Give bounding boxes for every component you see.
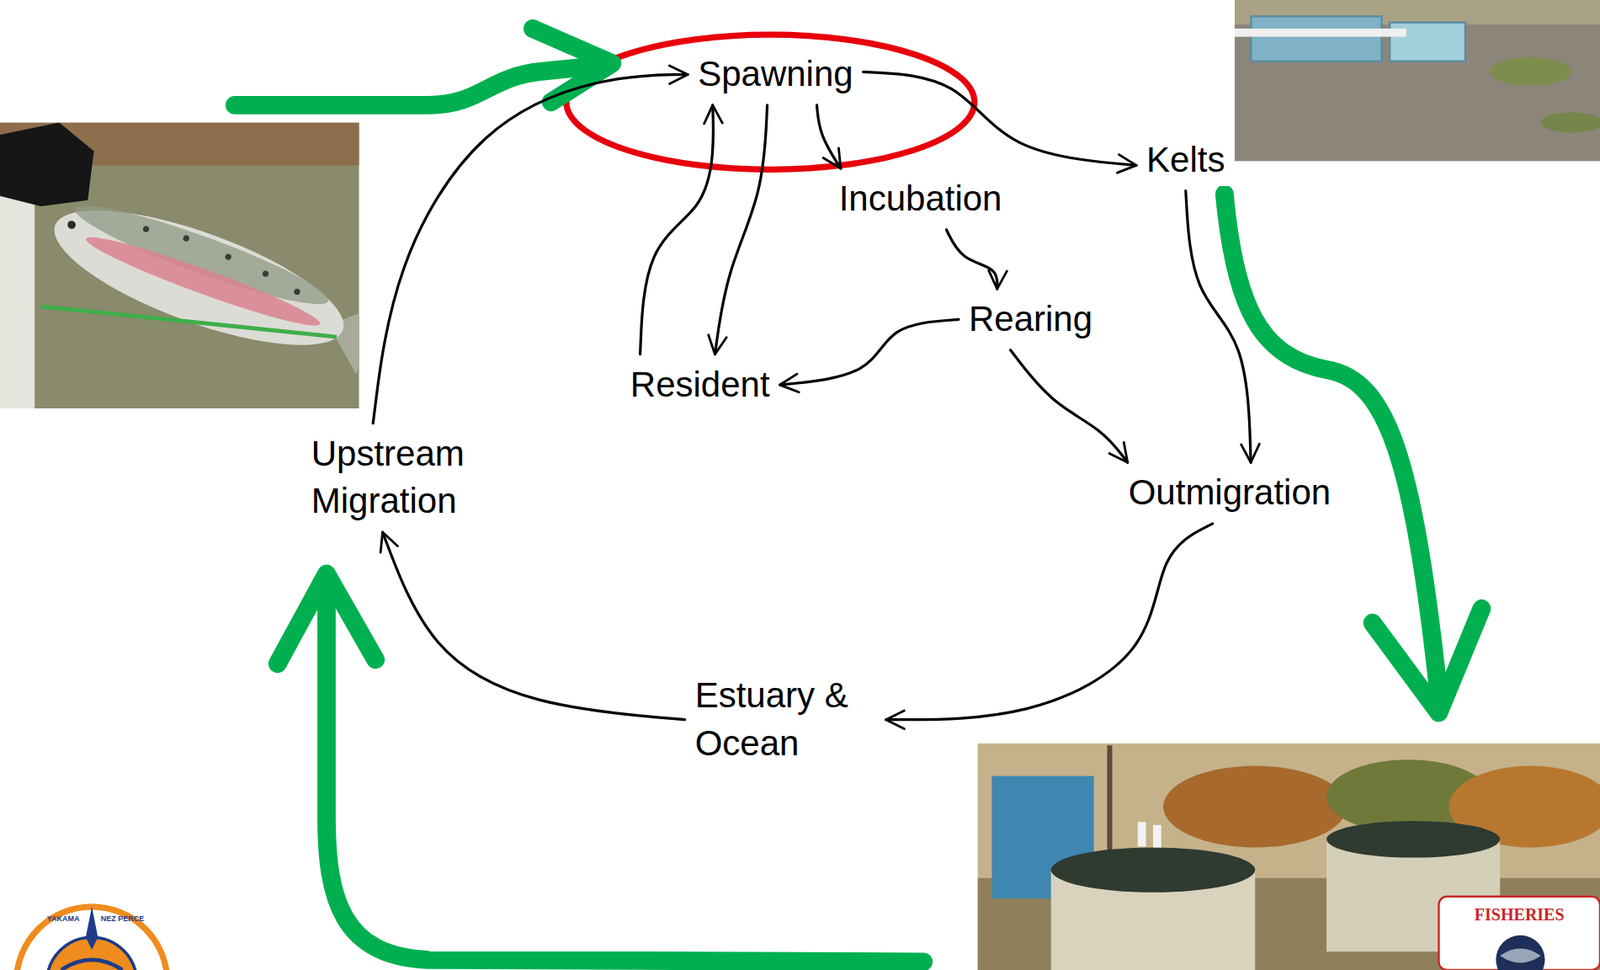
- green-arrow-head: [277, 573, 376, 664]
- trout: [39, 182, 359, 382]
- green-arrow-shaft: [1224, 193, 1440, 694]
- life-stage: Outmigration: [1123, 467, 1336, 519]
- fish-photo: [0, 122, 360, 410]
- stage-name: Upstream Migration: [311, 430, 493, 526]
- stage-name: Outmigration: [1128, 468, 1331, 517]
- flow-arrow: [382, 531, 686, 720]
- logo-feather: [85, 906, 99, 950]
- tape-measure: [40, 306, 337, 337]
- green-arrow-head: [1372, 608, 1483, 713]
- photo-person: [1153, 824, 1162, 848]
- photo-tank: [1250, 15, 1382, 61]
- tank-photo: [1234, 0, 1600, 162]
- photo-tank-cover: [1326, 820, 1500, 858]
- life-stage: Estuary & Ocean: [690, 669, 882, 769]
- logo-text: NEZ PERCE: [100, 914, 145, 924]
- life-stage: Upstream Migration: [306, 428, 498, 527]
- green-arrow-shaft: [326, 581, 924, 962]
- photo-trees: [1163, 765, 1347, 847]
- photo-tank-cover: [1051, 846, 1255, 892]
- life-stage: Rearing: [963, 293, 1098, 346]
- life-stage: Resident: [625, 359, 776, 411]
- stage-name: Spawning: [697, 50, 853, 99]
- flow-arrow: [1185, 191, 1251, 463]
- photo-person: [1137, 821, 1147, 846]
- stage-name: Rearing: [968, 295, 1093, 344]
- photo-water: [0, 122, 360, 410]
- flow-arrow: [863, 71, 1137, 165]
- life-stage: Spawning: [692, 48, 858, 101]
- green-arrows: [234, 28, 1483, 962]
- flow-arrow: [714, 105, 767, 355]
- logo-text: YAKAMA: [47, 914, 80, 924]
- stage-name: Kelts: [1146, 136, 1225, 185]
- flow-arrow: [817, 105, 841, 169]
- flow-arrow: [886, 523, 1213, 720]
- life-stage: Incubation: [834, 173, 1008, 225]
- flow-arrow: [946, 229, 998, 289]
- life-stage: Kelts: [1141, 134, 1230, 187]
- photo-weeds: [1541, 111, 1600, 133]
- fisheries-logo: [1438, 896, 1600, 970]
- highlight-ellipse: [566, 34, 975, 170]
- logo-ring: [15, 906, 167, 970]
- trout-spot: [142, 224, 150, 233]
- flow-arrow: [780, 318, 959, 385]
- trout-spot: [224, 252, 233, 261]
- green-arrow-head: [532, 28, 613, 102]
- logo-emblem: [1495, 935, 1545, 970]
- photo-glove: [0, 122, 95, 207]
- photo-gravel: [1234, 0, 1600, 162]
- stage-name: Resident: [630, 361, 771, 410]
- tribe-logo: [15, 906, 167, 970]
- logo-frame: [1438, 896, 1600, 970]
- photo-weeds: [1489, 57, 1572, 86]
- trout-spot: [182, 233, 191, 242]
- flow-arrow: [1010, 350, 1128, 463]
- stage-name: Estuary & Ocean: [695, 671, 877, 767]
- trout-body: [39, 182, 358, 373]
- logo-wave: [61, 959, 123, 970]
- logo-fish: [1499, 948, 1541, 963]
- trout-spot: [261, 269, 270, 277]
- tank-photo: [977, 743, 1600, 970]
- logo-text: FISHERIES: [1474, 904, 1565, 924]
- trout-spot: [292, 287, 301, 296]
- photo-pipe: [1234, 28, 1407, 38]
- photo-tank: [1389, 22, 1466, 62]
- trout-stripe: [81, 227, 325, 336]
- stage-name: Incubation: [839, 175, 1003, 224]
- flow-arrow: [640, 105, 714, 355]
- trout-eye: [66, 219, 77, 230]
